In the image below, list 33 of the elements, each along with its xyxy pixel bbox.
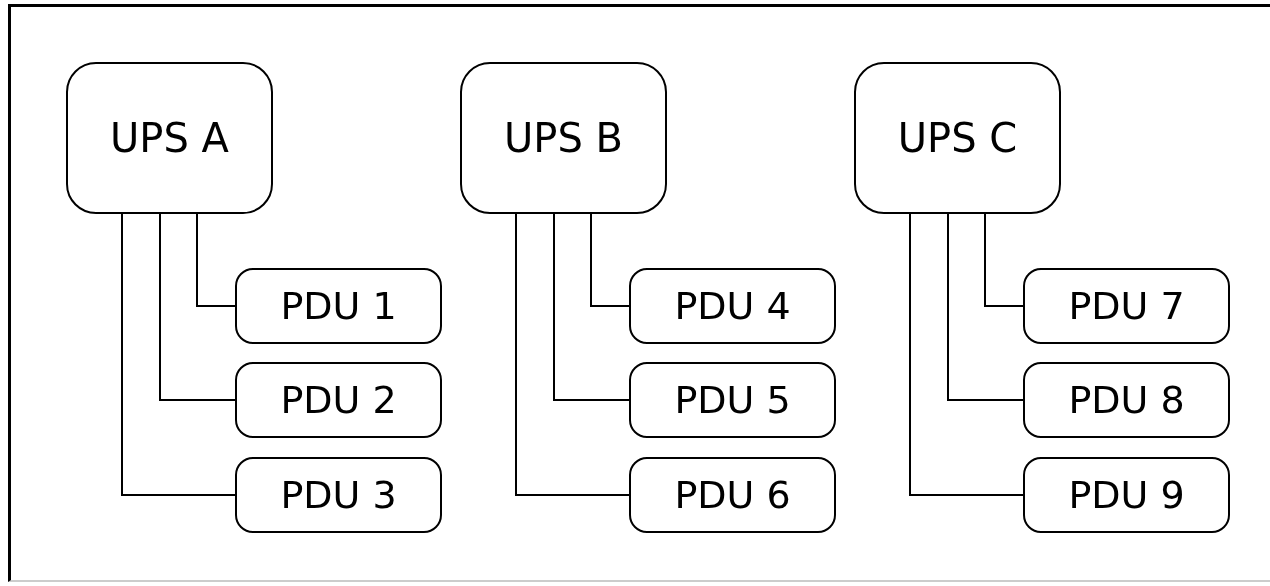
pdu-box (235, 457, 442, 533)
node-label: UPS A (110, 115, 229, 161)
connector-line (909, 213, 1024, 496)
connector-line (196, 213, 236, 307)
pdu-box (235, 362, 442, 438)
node-label: PDU 4 (674, 284, 791, 328)
node-label: PDU 2 (280, 378, 397, 422)
node-label: PDU 7 (1068, 284, 1185, 328)
node-label: UPS C (897, 115, 1018, 161)
connector-line (121, 213, 236, 496)
node-label: PDU 1 (280, 284, 397, 328)
connector-line (947, 213, 1024, 401)
pdu-box (629, 268, 836, 344)
pdu-box (629, 362, 836, 438)
connector-line (515, 213, 630, 496)
pdu-box (1023, 457, 1230, 533)
connector-line (984, 213, 1024, 307)
ups-box (460, 62, 667, 214)
node-label: PDU 3 (280, 473, 397, 517)
node-label: PDU 5 (674, 378, 791, 422)
pdu-box (235, 268, 442, 344)
pdu-box (1023, 268, 1230, 344)
connector-line (553, 213, 630, 401)
connector-line (590, 213, 630, 307)
node-label: PDU 8 (1068, 378, 1185, 422)
node-label: UPS B (504, 115, 623, 161)
pdu-box (1023, 362, 1230, 438)
node-label: PDU 9 (1068, 473, 1185, 517)
connector-line (159, 213, 236, 401)
ups-box (66, 62, 273, 214)
pdu-box (629, 457, 836, 533)
node-label: PDU 6 (674, 473, 791, 517)
ups-box (854, 62, 1061, 214)
